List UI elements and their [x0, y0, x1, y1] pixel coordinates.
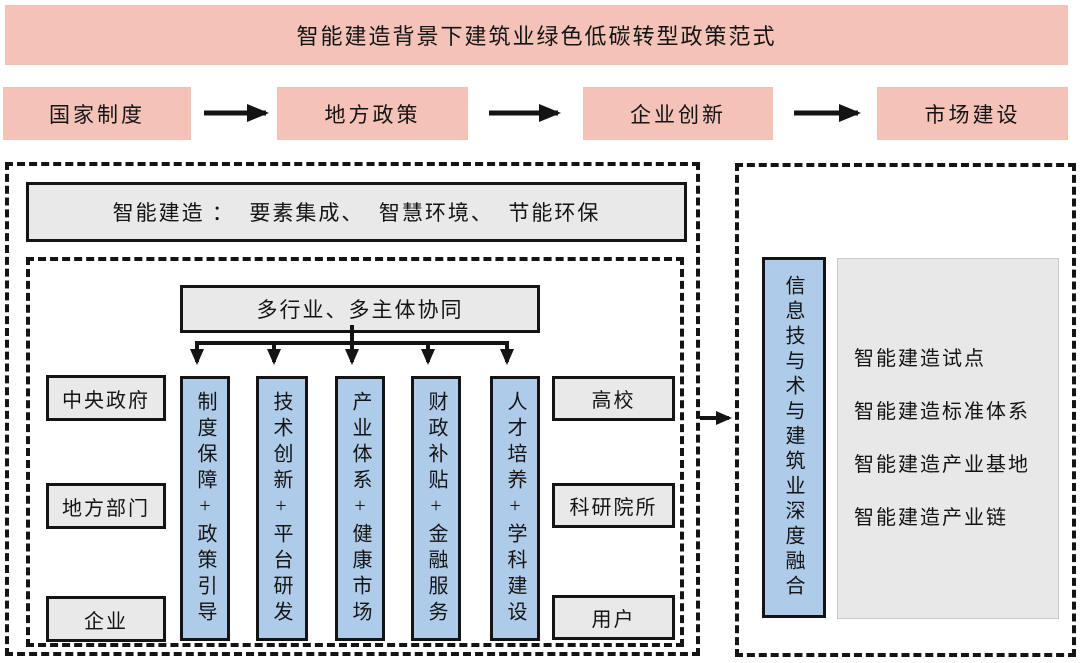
pillar-technology-platform: 技术创新+平台研发 [256, 376, 308, 641]
pillar-industry-market: 产业体系+健康市场 [335, 376, 385, 641]
coordination-panel: 多行业、多主体协同 制度保障+政策引导 技术创新+平台研发 产业体系+健康市场 … [26, 257, 684, 647]
research-institute-box: 科研院所 [552, 483, 675, 528]
integration-box: 信息技与术与建筑业深度融合 [762, 257, 826, 618]
outcome-item-pilot: 智能建造试点 [854, 347, 986, 370]
pillar-fiscal-finance: 财政补贴+金融服务 [411, 376, 461, 641]
outcome-panel: 信息技与术与建筑业深度融合 智能建造试点 智能建造标准体系 智能建造产业基地 智… [735, 163, 1076, 657]
outcome-item-industry-base: 智能建造产业基地 [854, 453, 1030, 476]
central-government-box: 中央政府 [46, 375, 166, 421]
user-box: 用户 [552, 595, 675, 640]
local-department-box: 地方部门 [46, 483, 166, 529]
outcomes-box: 智能建造试点 智能建造标准体系 智能建造产业基地 智能建造产业链 [837, 258, 1059, 619]
flow-step-market-construction: 市场建设 [877, 87, 1068, 140]
university-box: 高校 [552, 376, 675, 421]
coordination-box: 多行业、多主体协同 [180, 285, 540, 333]
outcome-item-industry-chain: 智能建造产业链 [854, 506, 1008, 529]
pillar-institution-policy: 制度保障+政策引导 [180, 376, 230, 641]
flow-step-national-system: 国家制度 [3, 87, 191, 140]
pillar-talent-discipline: 人才培养+学科建设 [490, 376, 540, 641]
outcome-item-standard-system: 智能建造标准体系 [854, 400, 1030, 423]
enterprise-box: 企业 [46, 596, 166, 642]
title-banner: 智能建造背景下建筑业绿色低碳转型政策范式 [5, 5, 1068, 65]
smart-construction-panel: 智能建造 ： 要素集成、 智慧环境、 节能环保 多行业、多主体协同 制度保障+政… [5, 162, 700, 656]
flow-step-enterprise-innovation: 企业创新 [583, 87, 773, 140]
smart-construction-header: 智能建造 ： 要素集成、 智慧环境、 节能环保 [26, 182, 687, 242]
flow-step-local-policy: 地方政策 [277, 87, 468, 140]
